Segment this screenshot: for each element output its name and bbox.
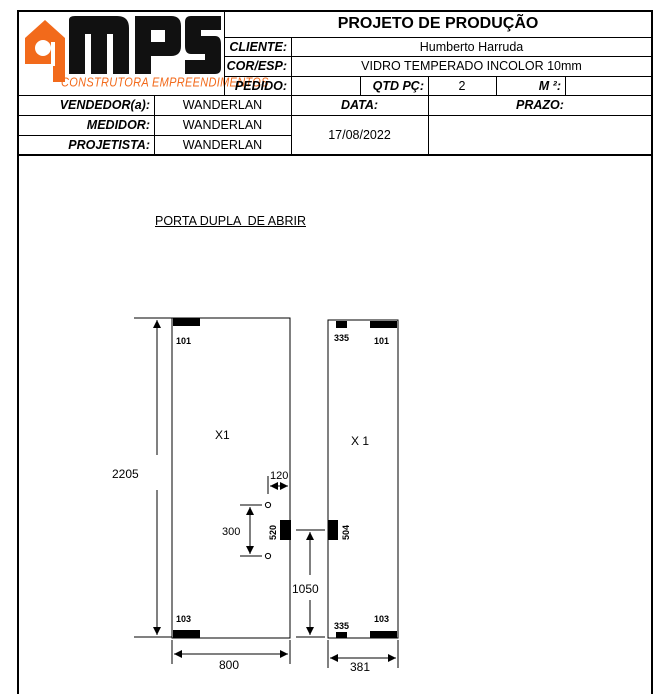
left-panel-label: X1	[215, 428, 230, 442]
left-glass-panel	[171, 317, 291, 639]
right-bottom-left-tag: 335	[334, 621, 349, 631]
grid-line	[496, 76, 497, 96]
qtd-value: 2	[458, 78, 466, 93]
left-lock-tag: 520	[268, 525, 278, 540]
medidor-label: MEDIDOR:	[86, 118, 150, 132]
right-bottom-left-block	[336, 632, 347, 638]
right-glass-panel	[327, 319, 399, 639]
right-lock-tag: 504	[341, 525, 351, 540]
medidor-value: WANDERLAN	[182, 118, 263, 132]
grid-line	[565, 76, 566, 96]
grid-line	[224, 10, 225, 96]
right-width-label: 381	[350, 660, 370, 674]
projetista-label: PROJETISTA:	[68, 138, 150, 152]
frame-left	[17, 10, 19, 694]
prazo-label: PRAZO:	[516, 98, 564, 112]
grid-line	[224, 56, 652, 57]
grid-line	[360, 76, 361, 96]
logo-subtitle: CONSTRUTORA EMPREENDIMENTOS	[61, 76, 269, 90]
m2-label: M ²:	[538, 78, 561, 93]
left-lock-block	[280, 520, 291, 540]
grid-line	[291, 37, 292, 155]
handle-hole-bottom	[264, 552, 272, 560]
projetista-value: WANDERLAN	[182, 138, 263, 152]
width-dim-label: 800	[219, 658, 239, 672]
right-lock-block	[328, 520, 338, 540]
top-hinge-block	[173, 318, 200, 326]
grid-line	[428, 76, 429, 155]
frame-right	[651, 10, 653, 694]
lock-height-label: 1050	[292, 582, 319, 596]
handle-hole-top	[264, 501, 272, 509]
right-bottom-right-block	[370, 631, 397, 638]
cor-esp-value: VIDRO TEMPERADO INCOLOR 10mm	[361, 59, 582, 73]
data-label: DATA:	[340, 98, 379, 112]
right-top-left-tag: 335	[334, 333, 349, 343]
left-bottom-tag: 103	[176, 614, 191, 624]
grid-line	[17, 154, 653, 156]
right-bottom-right-tag: 103	[374, 614, 389, 624]
height-dim-label: 2205	[112, 467, 139, 481]
handle-spacing-label: 300	[222, 526, 240, 538]
grid-line	[224, 37, 652, 38]
right-top-right-tag: 101	[374, 336, 389, 346]
grid-line	[17, 95, 653, 96]
right-top-left-block	[336, 321, 347, 328]
hinge-offset-label: 120	[270, 470, 288, 482]
right-panel-label: X 1	[351, 434, 369, 448]
vendedor-label: VENDEDOR(a):	[59, 98, 150, 112]
cliente-value: Humberto Harruda	[419, 39, 524, 54]
left-top-tag: 101	[176, 336, 191, 346]
bottom-hinge-block	[173, 630, 200, 638]
cliente-label: CLIENTE:	[229, 39, 287, 54]
vendedor-value: WANDERLAN	[182, 98, 263, 112]
frame-top	[17, 10, 653, 12]
company-logo: CONSTRUTORA EMPREENDIMENTOS	[19, 12, 268, 92]
grid-line	[154, 95, 155, 155]
right-top-right-block	[370, 321, 397, 328]
qtd-label: QTD PÇ:	[372, 78, 424, 93]
page-title: PROJETO DE PRODUÇÃO	[337, 15, 539, 32]
drawing-title: PORTA DUPLA DE ABRIR	[155, 214, 306, 228]
grid-line	[224, 76, 652, 77]
pedido-label: PEDIDO:	[234, 78, 287, 93]
data-value: 17/08/2022	[328, 128, 391, 142]
cor-esp-label: COR/ESP:	[226, 59, 287, 73]
grid-line	[17, 115, 653, 116]
